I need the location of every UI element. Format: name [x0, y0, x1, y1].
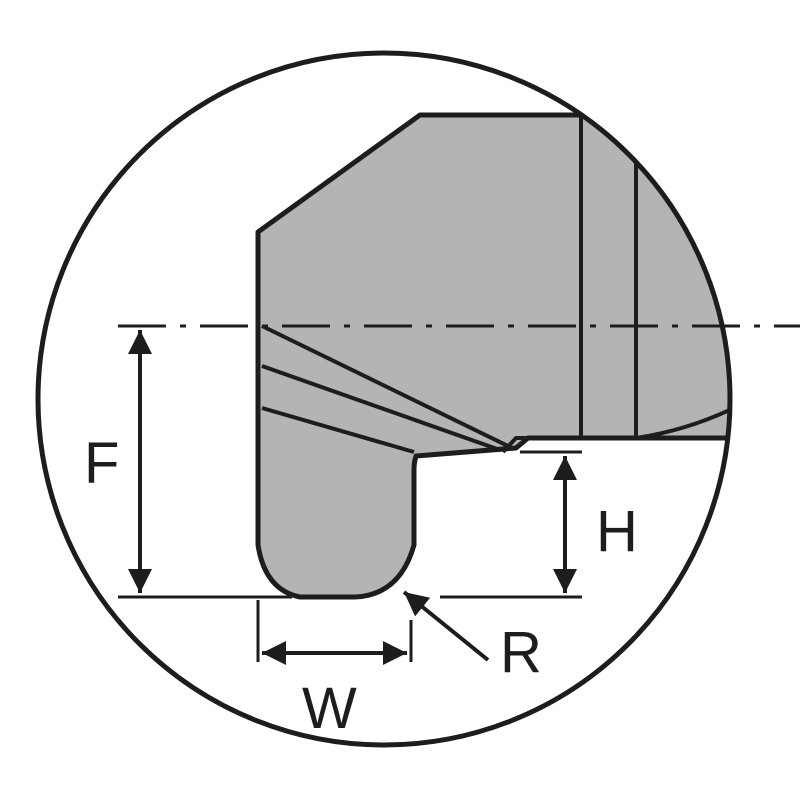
- dimension-w: W: [256, 600, 413, 741]
- rake-line-1: [261, 324, 511, 449]
- dimension-f: F: [84, 330, 152, 593]
- dimension-h: H: [553, 456, 638, 593]
- label-f: F: [84, 431, 119, 496]
- r-leader-arrow: [402, 590, 490, 662]
- insert-shape: [255, 112, 730, 600]
- step-edge: [501, 436, 730, 454]
- label-h: H: [596, 499, 638, 564]
- rake-line-2: [261, 364, 501, 452]
- detail-circle: [35, 50, 733, 748]
- rake-line-3: [261, 406, 415, 454]
- label-w: W: [302, 676, 357, 741]
- tool-body: [255, 112, 730, 600]
- dimension-r: R: [402, 590, 542, 685]
- label-r: R: [500, 620, 542, 685]
